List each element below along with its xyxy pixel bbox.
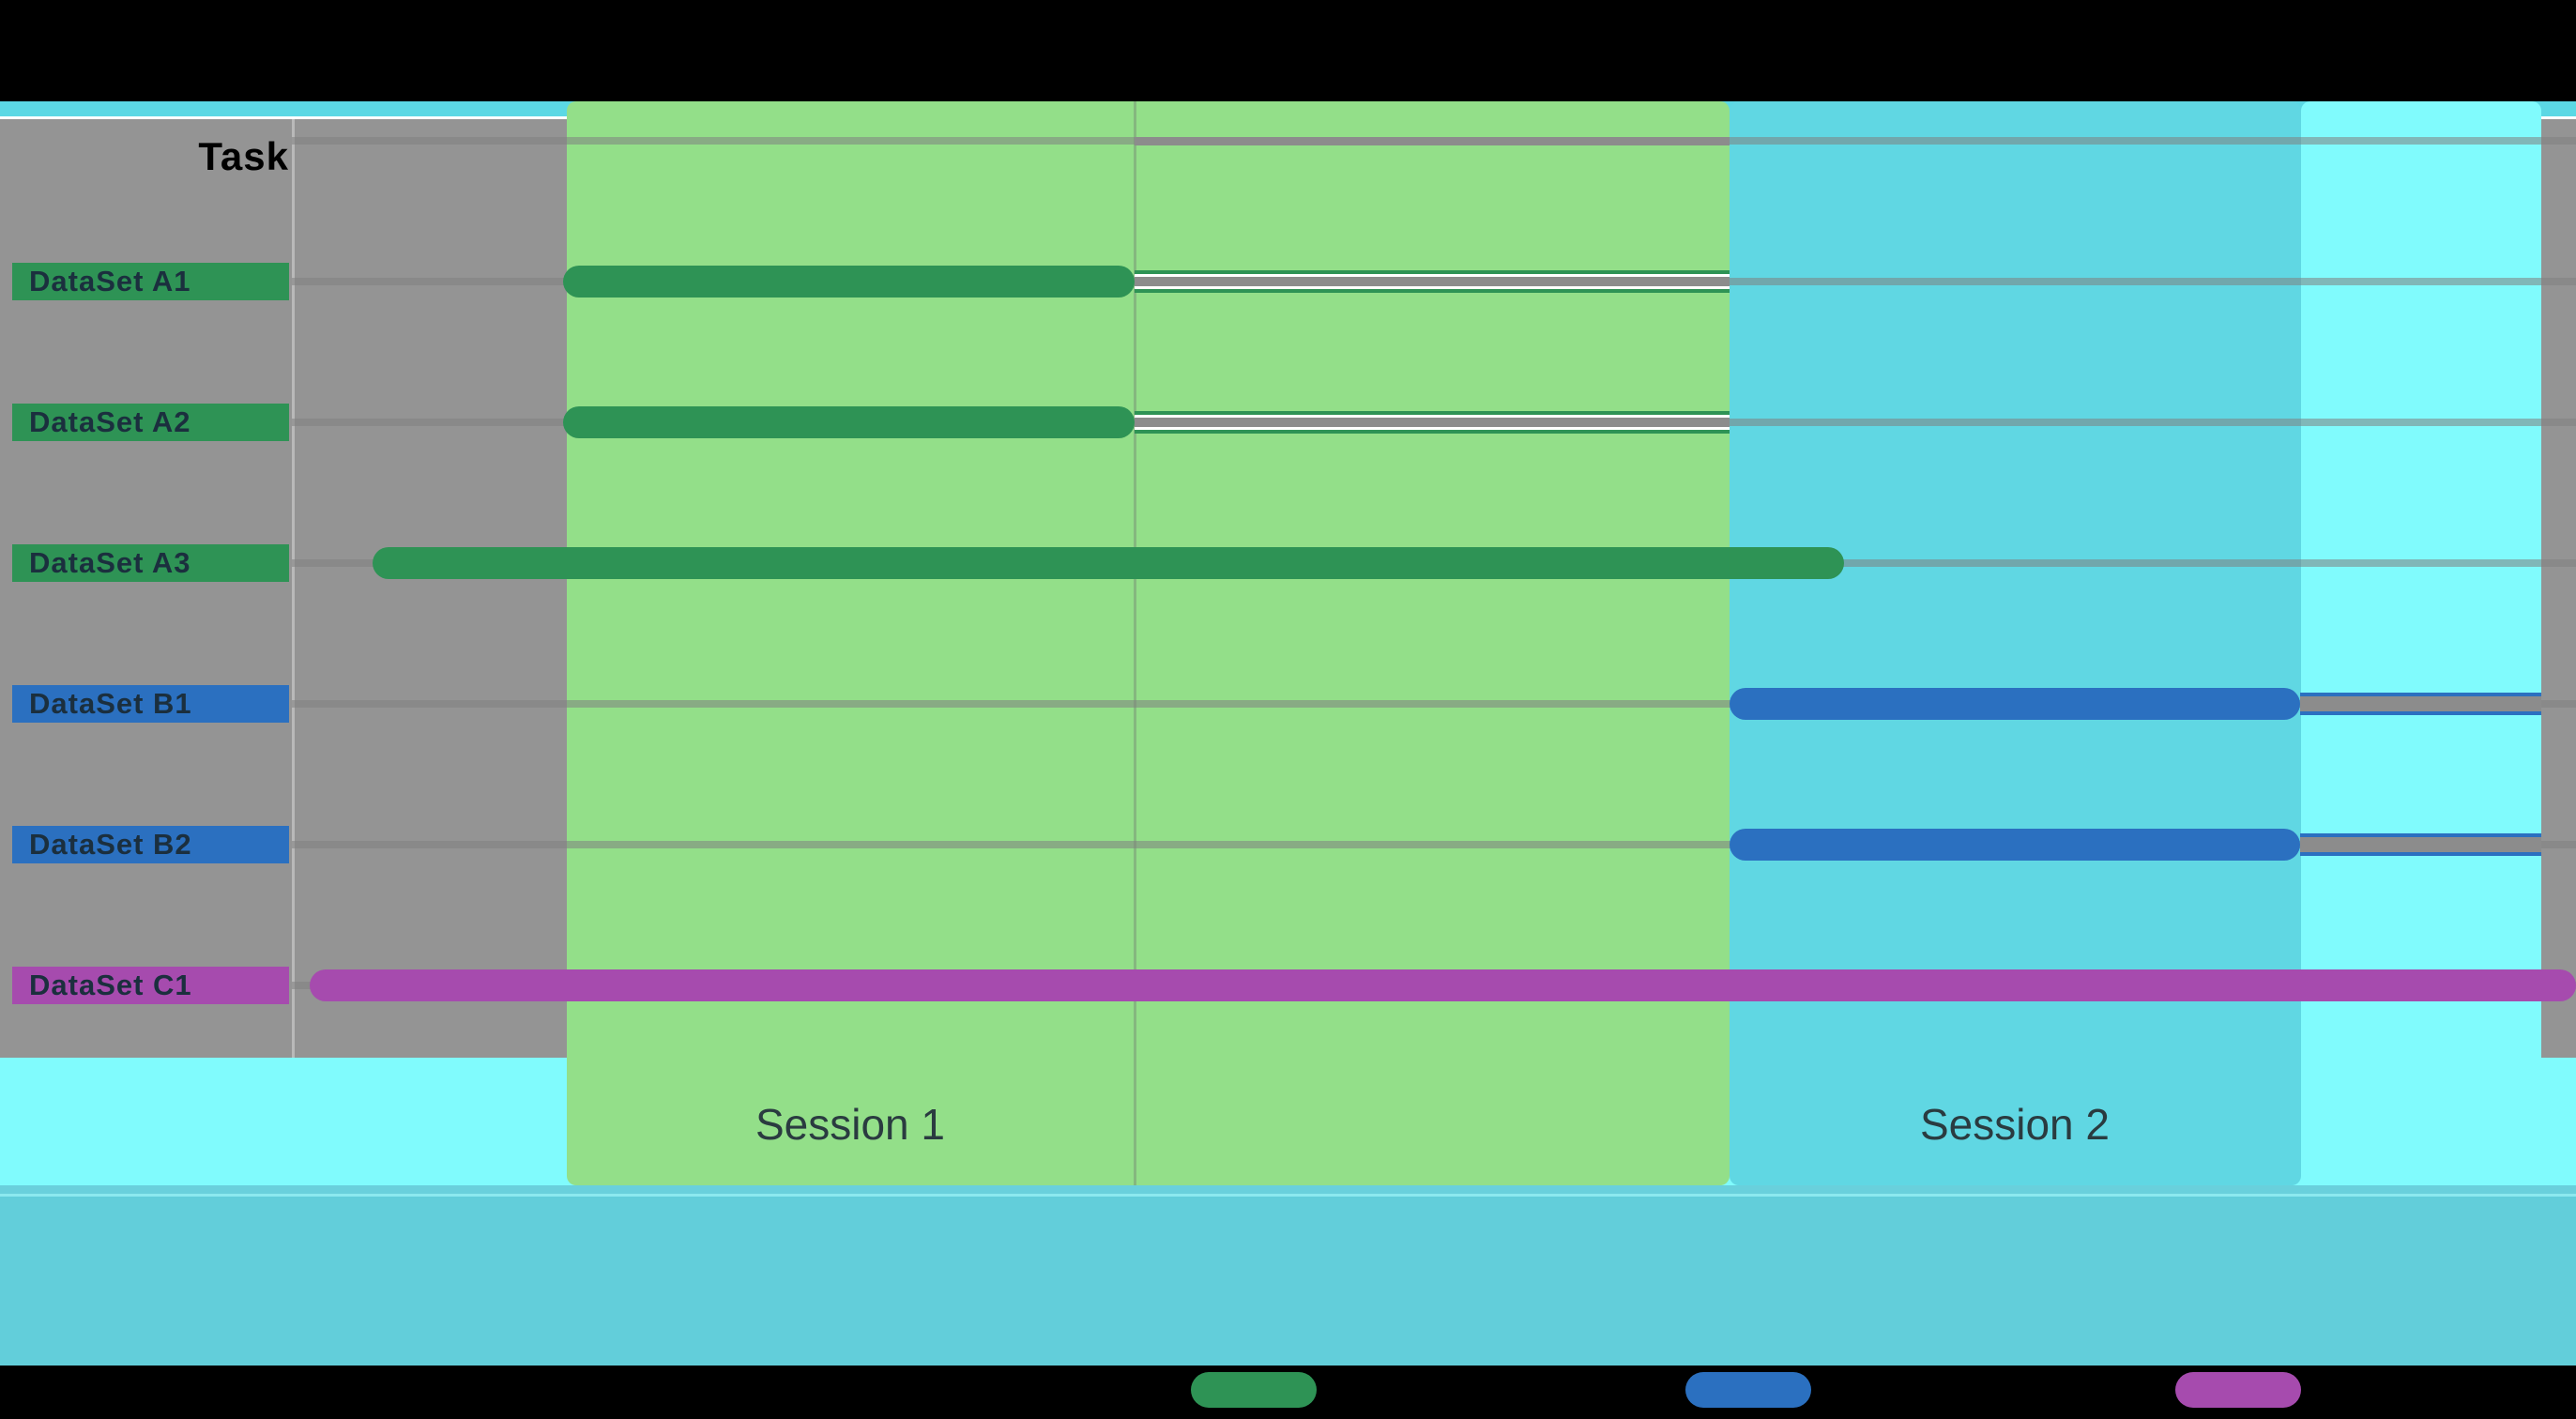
divider-highlight-line xyxy=(0,1194,2576,1197)
row-label: DataSet A3 xyxy=(12,544,289,582)
row-label: DataSet C1 xyxy=(12,967,289,1004)
y-axis-line xyxy=(292,119,295,1058)
task-track xyxy=(2300,693,2541,715)
task-bar[interactable] xyxy=(1730,688,2300,720)
session-label: Session 2 xyxy=(1919,1100,2111,1149)
track-center-line xyxy=(1135,277,1730,286)
session-label: Session 1 xyxy=(755,1100,946,1149)
task-bar[interactable] xyxy=(563,266,1135,298)
task-track xyxy=(2300,833,2541,856)
task-bar[interactable] xyxy=(563,406,1135,438)
footer-teal-strip xyxy=(0,1197,2576,1366)
row-gridline xyxy=(292,700,2576,708)
legend-swatch-series-b[interactable] xyxy=(1685,1372,1811,1408)
row-label: DataSet B1 xyxy=(12,685,289,723)
top-black-bar xyxy=(0,0,2576,101)
row-label-text: DataSet B2 xyxy=(29,828,192,861)
row-label-text: DataSet A3 xyxy=(29,546,191,579)
task-bar[interactable] xyxy=(310,969,2576,1001)
task-column-header: Task xyxy=(198,134,289,178)
divider-strip xyxy=(0,1185,2576,1194)
session1-sub-divider-line xyxy=(1134,101,1136,1185)
session-band-1 xyxy=(567,101,1730,1185)
legend-swatch-series-c[interactable] xyxy=(2175,1372,2301,1408)
row-label-text: DataSet A2 xyxy=(29,405,191,438)
row-label-text: DataSet C1 xyxy=(29,969,192,1001)
row-label-text: DataSet A1 xyxy=(29,265,191,298)
row-label-text: DataSet B1 xyxy=(29,687,192,720)
task-track xyxy=(1135,270,1730,293)
right-margin-column xyxy=(2541,119,2576,1058)
row-label: DataSet A2 xyxy=(12,404,289,441)
header-gridline-segment xyxy=(1135,137,1730,145)
task-bar[interactable] xyxy=(373,547,1844,579)
row-gridline xyxy=(292,841,2576,848)
row-label: DataSet A1 xyxy=(12,263,289,300)
task-bar[interactable] xyxy=(1730,829,2300,861)
task-track xyxy=(1135,411,1730,434)
track-center-line xyxy=(1135,418,1730,427)
legend-swatch-series-a[interactable] xyxy=(1191,1372,1317,1408)
row-label: DataSet B2 xyxy=(12,826,289,863)
session-band-2 xyxy=(1730,101,2301,1185)
session-band-3 xyxy=(2301,101,2541,1185)
